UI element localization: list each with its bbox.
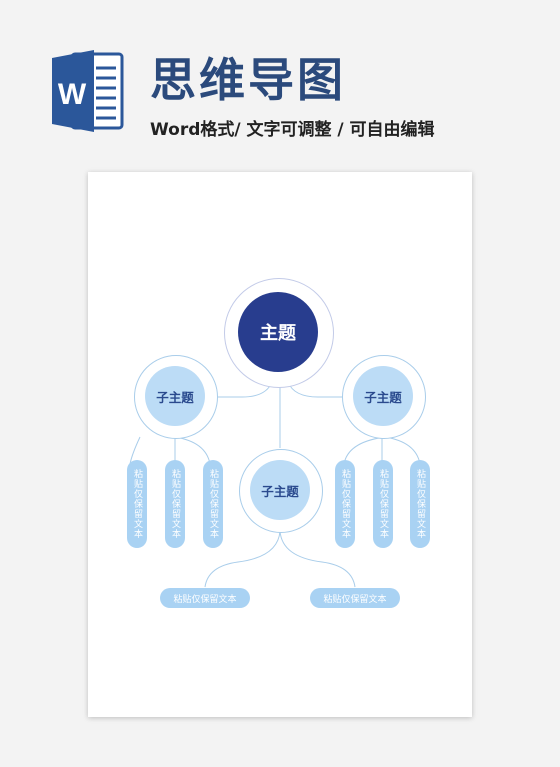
connector-center-leaves	[204, 530, 356, 588]
leaf-label: 粘贴仅保留文本	[323, 594, 387, 605]
leaf-node[interactable]: 粘贴仅保留文本	[373, 460, 393, 548]
word-document-icon: W	[52, 50, 124, 132]
leaf-label: 粘贴仅保留文本	[132, 469, 142, 539]
subtopic-right-label: 子主题	[364, 389, 402, 405]
document-page: 主题 子主题 子主题 子主题 粘贴仅保留文本 粘贴仅保留文本 粘贴仅保留文本 粘…	[88, 172, 472, 717]
leaf-node[interactable]: 粘贴仅保留文本	[335, 460, 355, 548]
connector-lines	[129, 371, 421, 588]
leaf-label: 粘贴仅保留文本	[415, 469, 425, 539]
subtopic-center-label: 子主题	[261, 483, 299, 499]
leaf-node[interactable]: 粘贴仅保留文本	[203, 460, 223, 548]
leaf-node[interactable]: 粘贴仅保留文本	[410, 460, 430, 548]
page-subtitle: Word格式/ 文字可调整 / 可自由编辑	[150, 120, 435, 140]
page-title: 思维导图	[150, 53, 346, 107]
leaf-node[interactable]: 粘贴仅保留文本	[310, 588, 400, 608]
leaf-node[interactable]: 粘贴仅保留文本	[127, 460, 147, 548]
subtopic-left-label: 子主题	[156, 389, 194, 405]
leaf-label: 粘贴仅保留文本	[173, 594, 237, 605]
word-logo: W	[52, 48, 124, 132]
subtopic-right-node[interactable]: 子主题	[353, 366, 413, 426]
leaf-node[interactable]: 粘贴仅保留文本	[165, 460, 185, 548]
subtopic-center-node[interactable]: 子主题	[250, 460, 310, 520]
leaf-label: 粘贴仅保留文本	[208, 469, 218, 539]
main-topic-label: 主题	[260, 323, 296, 344]
leaf-label: 粘贴仅保留文本	[378, 469, 388, 539]
subtopic-left-node[interactable]: 子主题	[145, 366, 205, 426]
main-topic-node[interactable]: 主题	[238, 292, 318, 372]
leaf-node[interactable]: 粘贴仅保留文本	[160, 588, 250, 608]
leaf-label: 粘贴仅保留文本	[170, 469, 180, 539]
logo-letter: W	[58, 78, 87, 111]
leaf-label: 粘贴仅保留文本	[340, 469, 350, 539]
